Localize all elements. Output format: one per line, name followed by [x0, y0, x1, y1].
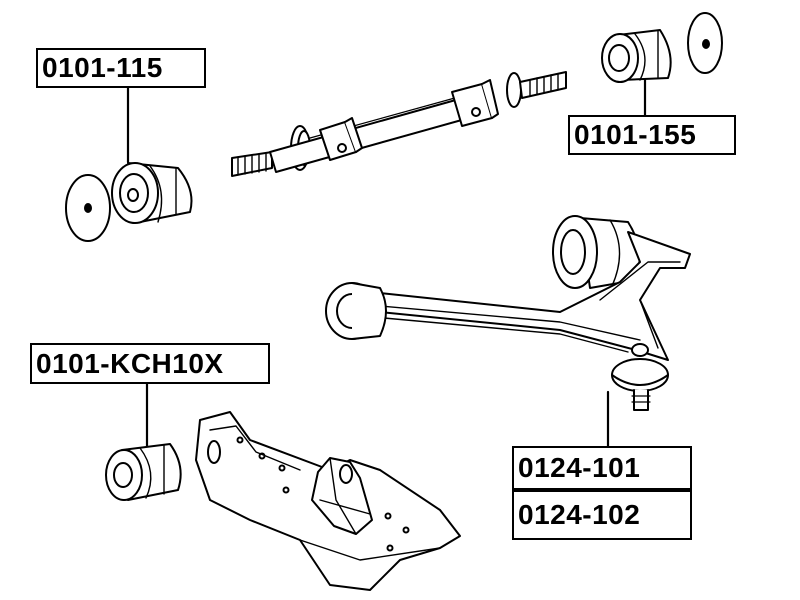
bushing-0101-115 — [65, 162, 193, 242]
part-label-0124-102: 0124-102 — [512, 490, 692, 540]
upper-control-arm — [325, 215, 691, 411]
part-label-0101-155: 0101-155 — [568, 115, 736, 155]
lower-bracket — [195, 411, 461, 591]
bushing-0101-kch10x — [105, 443, 182, 501]
part-label-0101-115: 0101-115 — [36, 48, 206, 88]
bushing-0101-155 — [601, 12, 723, 83]
leader-lines — [126, 78, 647, 452]
part-label-0124-101: 0124-101 — [512, 446, 692, 490]
part-label-0101-kch10x: 0101-KCH10X — [30, 343, 270, 384]
shaft-assembly — [231, 71, 567, 177]
